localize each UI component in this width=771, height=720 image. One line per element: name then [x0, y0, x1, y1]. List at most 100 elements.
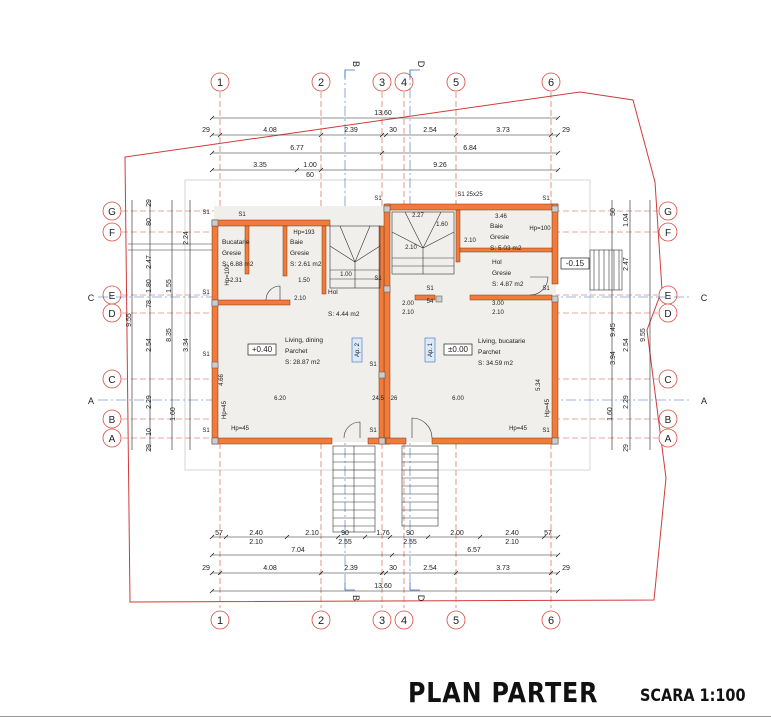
room-finish: Gresie: [492, 270, 512, 277]
dimension-text: 2.29: [146, 395, 153, 409]
dimension-text: 4.08: [263, 565, 277, 572]
plan-label: Hp=45: [545, 398, 551, 417]
apartment-tag-box: [424, 337, 436, 363]
dimension-tick: [217, 132, 223, 138]
dimension-text: 6.84: [463, 145, 477, 152]
dimension-text: 8.35: [166, 328, 173, 342]
dimension-text: 2.10: [305, 530, 319, 537]
dimension-tick: [209, 132, 215, 138]
level-marker: ±0.00: [448, 345, 469, 354]
grid-label: E: [109, 291, 116, 302]
level-marker: -0.15: [566, 259, 585, 268]
dimension-text: 29: [202, 127, 210, 134]
dimension-lines: [131, 115, 651, 594]
dimension-tick: [383, 570, 389, 576]
grid-label: D: [108, 309, 115, 320]
apartment-label: Ap. 2: [355, 342, 361, 357]
dimension-text: 2.10: [505, 539, 519, 546]
plan-label: 2.27: [412, 213, 424, 219]
column-s1: [551, 295, 559, 303]
room-area: S: 4.87 m2: [492, 281, 524, 288]
room-name: Baie: [490, 223, 503, 230]
column-s1: [383, 285, 391, 293]
room-finish: Gresie: [222, 250, 242, 257]
grid-label: 6: [548, 77, 554, 89]
dimension-text: 9.45: [610, 323, 617, 337]
grid-bubble: [102, 303, 122, 323]
column-s1: [378, 437, 386, 445]
dimension-text: 6.57: [467, 547, 481, 554]
grid-bubble: [446, 610, 466, 630]
walls: [211, 203, 559, 445]
section-label: B: [351, 595, 361, 601]
dimension-tick: [318, 570, 324, 576]
dimension-text: 3.34: [183, 338, 190, 352]
column-s1: [551, 205, 559, 213]
drawing-title: PLAN PARTER: [408, 676, 599, 709]
dimension-text: 1.76: [376, 530, 390, 537]
grid-bubble: [311, 610, 331, 630]
room-area: S: 6.88 m2: [222, 261, 254, 268]
dimension-text: 29: [562, 127, 570, 134]
dimension-text: 1.00: [303, 162, 317, 169]
column-label-s1: S1: [369, 428, 377, 434]
grid-bubble: [658, 201, 678, 221]
plan-label: 1.00: [340, 272, 352, 278]
grid-label: B: [665, 415, 672, 426]
entrance-steps: [332, 445, 439, 533]
dimension-text: 29: [562, 565, 570, 572]
room-finish: Parchet: [478, 349, 501, 356]
dimension-text: 2.55: [403, 539, 417, 546]
column-label-s1: S1: [369, 362, 377, 368]
dimension-text: 29: [202, 565, 210, 572]
plan-label: Hp=45: [509, 426, 528, 432]
column-s1: [383, 205, 391, 213]
column-label-s1: S1: [542, 286, 550, 292]
dimension-text: 4.08: [263, 127, 277, 134]
plan-label: 1.60: [436, 222, 448, 228]
grid-bubble: [311, 72, 331, 92]
plan-label: 1.50: [298, 278, 310, 284]
dimension-tick: [425, 534, 431, 540]
plan-label: Hp=100: [225, 264, 231, 286]
dimension-tick: [555, 570, 561, 576]
grid-bubble: [102, 409, 122, 429]
level-marker-box: [560, 257, 590, 270]
dimension-tick: [548, 132, 554, 138]
section-marker: [344, 69, 355, 591]
dimension-text: 2.40: [249, 530, 263, 537]
dimension-text: 7.04: [291, 547, 305, 554]
room-name: Bucatarie: [222, 239, 250, 246]
plan-label: 2.10: [402, 310, 414, 316]
grid-bubble: [658, 409, 678, 429]
grid-bubble: [210, 610, 230, 630]
grid-label: C: [108, 375, 115, 386]
room-name: Hol: [492, 259, 502, 266]
grid-bubble: [210, 72, 230, 92]
section-label: D: [416, 595, 426, 602]
dimension-text: 10: [146, 428, 153, 436]
level-marker-box: [247, 343, 277, 356]
room-area: S: 5.03 m2: [490, 245, 522, 252]
floor-area-left: [214, 206, 388, 442]
grid-label: G: [108, 207, 116, 218]
grid-label: 3: [379, 77, 385, 89]
plan-label: S1 25x25: [457, 192, 483, 198]
grid-label: 1: [217, 77, 223, 89]
apartment-label: Ap. 1: [428, 342, 434, 357]
column-label-s1: S1: [374, 276, 382, 282]
grid-label: C: [664, 375, 671, 386]
dimension-tick: [379, 570, 385, 576]
dimension-tick: [555, 115, 561, 121]
grid-bubble: [102, 201, 122, 221]
grid-bubble: [658, 428, 678, 448]
grid-bubble: [446, 72, 466, 92]
plan-label: 6.00: [452, 396, 464, 402]
grid-bubble: [658, 369, 678, 389]
dimension-tick: [318, 167, 324, 173]
room-area: S: 4.44 m2: [328, 311, 360, 318]
section-label: D: [416, 61, 426, 68]
site-boundary: [124, 91, 667, 603]
dimension-text: 1.60: [170, 407, 177, 421]
room-name: Hol: [328, 289, 338, 296]
